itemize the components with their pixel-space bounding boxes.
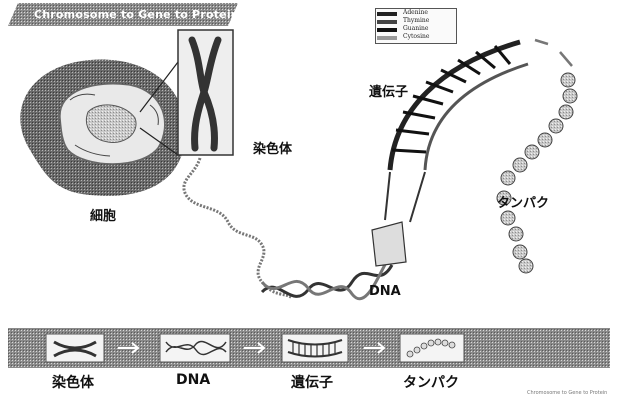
flow-bar	[8, 328, 610, 368]
adenine-swatch	[377, 12, 397, 16]
flow-step-protein-box	[400, 334, 464, 362]
gene-to-protein-arrow	[535, 40, 572, 66]
flow-label-chromosome: 染色体	[52, 372, 94, 392]
legend-item: Thymine	[403, 17, 429, 24]
flow-label-dna: DNA	[176, 372, 210, 388]
label-gene: 遺伝子	[369, 81, 408, 100]
flow-label-protein: タンパク	[403, 372, 459, 392]
label-chromosome: 染色体	[253, 138, 292, 157]
credit-text: Chromosome to Gene to Protein	[527, 390, 607, 396]
cell-illustration	[20, 60, 185, 196]
guanine-swatch	[377, 28, 397, 32]
label-cell: 細胞	[90, 205, 116, 224]
thymine-swatch	[377, 20, 397, 24]
protein-chain	[497, 73, 577, 273]
chromosome-box	[178, 30, 233, 155]
label-dna: DNA	[369, 284, 401, 299]
chromatin-fiber	[184, 158, 292, 298]
flow-step-gene-box	[282, 334, 348, 362]
flow-label-gene: 遺伝子	[291, 372, 333, 392]
cytosine-swatch	[377, 36, 397, 40]
legend-item: Adenine	[403, 9, 428, 16]
legend-item: Cytosine	[403, 33, 429, 40]
legend-item: Guanine	[403, 25, 428, 32]
banner-title: Chromosome to Gene to Protein	[34, 8, 239, 21]
label-protein: タンパク	[497, 192, 549, 211]
